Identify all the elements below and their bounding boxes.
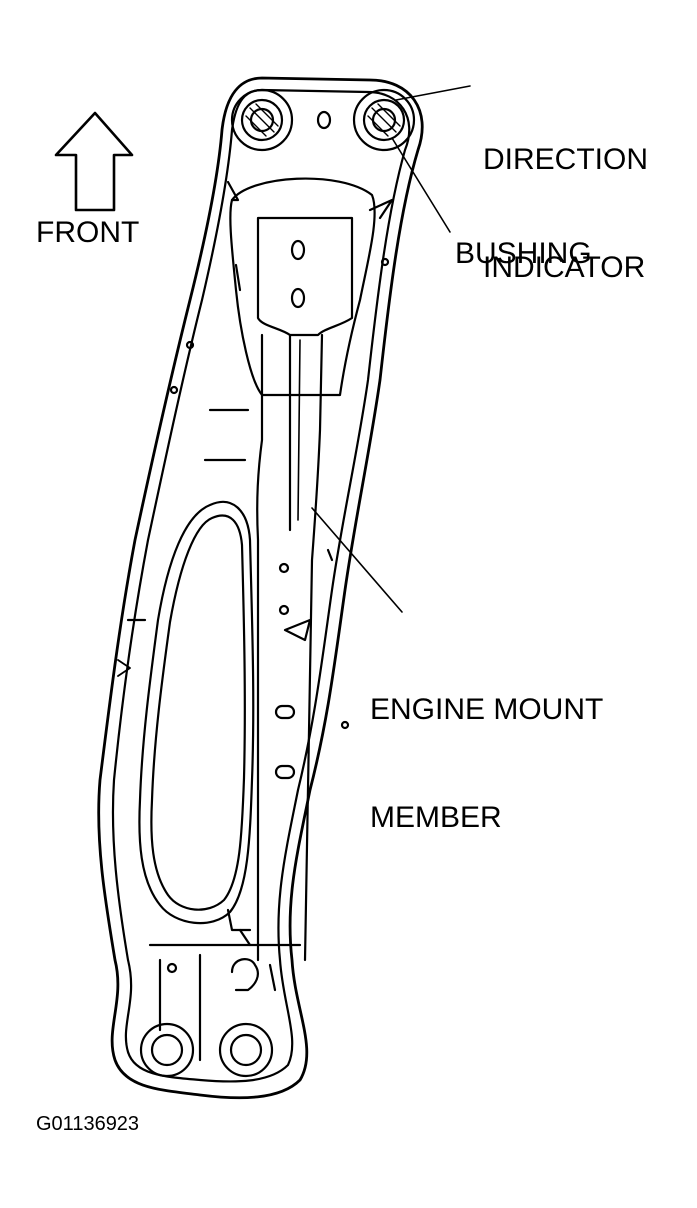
bushing-right-top-outer bbox=[352, 88, 416, 152]
bushing-left-bottom-inner bbox=[150, 1033, 184, 1067]
direction-indicator-line-1: DIRECTION bbox=[483, 143, 648, 176]
leader-engine-mount-member bbox=[311, 507, 403, 613]
bushing-right-top-mid bbox=[362, 98, 406, 142]
bushing-left-top-outer bbox=[230, 88, 294, 152]
top-center-hole bbox=[316, 110, 332, 130]
engine-mount-member-line-2: MEMBER bbox=[370, 801, 502, 834]
bushing-right-top-inner bbox=[371, 107, 397, 133]
upper-pocket bbox=[229, 177, 376, 397]
front-arrow-icon bbox=[54, 111, 134, 212]
mount-plate bbox=[256, 216, 354, 337]
center-rail bbox=[256, 333, 264, 962]
bushing-left-top-mid bbox=[240, 98, 284, 142]
member-outer-outline bbox=[97, 76, 424, 1100]
bushing-left-bottom-outer bbox=[139, 1022, 195, 1078]
mount-hole-1 bbox=[290, 239, 306, 261]
bushing-label: BUSHING bbox=[455, 237, 592, 270]
member-flange-outline bbox=[111, 88, 411, 1083]
leader-direction-indicator bbox=[395, 85, 471, 101]
direction-indicator-line-2: INDICATOR bbox=[483, 251, 646, 284]
bushing-right-bottom-outer bbox=[218, 1022, 274, 1078]
lower-oval-cutout bbox=[138, 500, 255, 925]
mount-hole-2 bbox=[290, 287, 306, 309]
lower-bracket bbox=[230, 958, 259, 992]
front-label: FRONT bbox=[36, 216, 140, 249]
engine-mount-member-label: ENGINE MOUNT MEMBER bbox=[370, 620, 603, 872]
leader-bushing bbox=[391, 137, 451, 233]
bushing-right-bottom-inner bbox=[229, 1033, 263, 1067]
bushing-left-top-inner bbox=[249, 107, 275, 133]
engine-mount-member-line-1: ENGINE MOUNT bbox=[370, 693, 604, 726]
direction-indicator-label: DIRECTION INDICATOR bbox=[483, 70, 648, 322]
figure-id: G01136923 bbox=[36, 1113, 140, 1135]
